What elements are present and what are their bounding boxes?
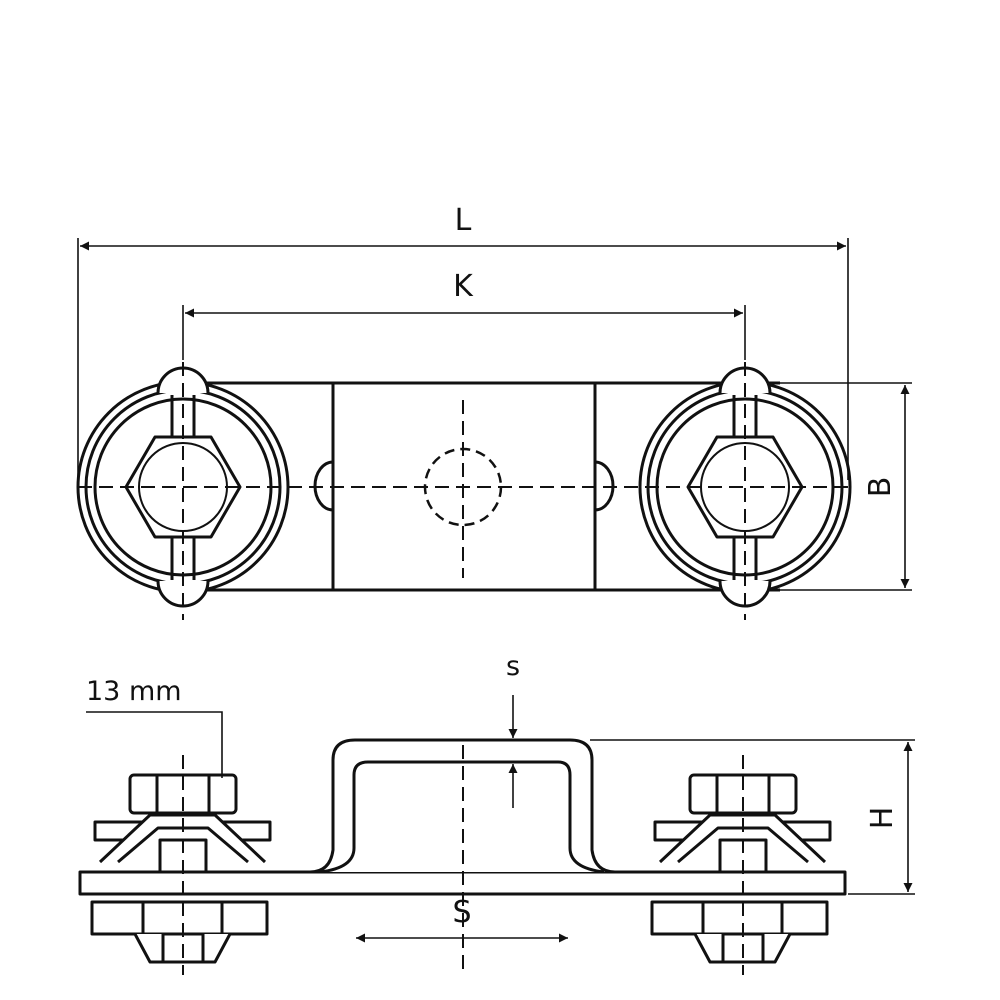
right-clamp [638, 366, 852, 608]
side-view-dimensions [86, 695, 915, 943]
right-bolt-assembly [650, 773, 832, 964]
label-S: S [452, 895, 471, 930]
left-bolt-assembly [90, 773, 272, 964]
label-K: K [453, 269, 474, 304]
side-view-centerlines [182, 745, 744, 975]
saddle-strap [300, 738, 625, 874]
label-B: B [863, 477, 898, 498]
label-H: H [865, 807, 900, 830]
left-bottom-plate [90, 900, 269, 936]
top-view-dimensions [77, 238, 912, 591]
right-bottom-plate [650, 900, 829, 936]
top-view-centerlines [78, 362, 848, 620]
label-L: L [455, 203, 472, 238]
label-wrench-size: 13 mm [86, 676, 182, 707]
label-s: s [506, 651, 520, 682]
leader-13mm [86, 711, 223, 778]
